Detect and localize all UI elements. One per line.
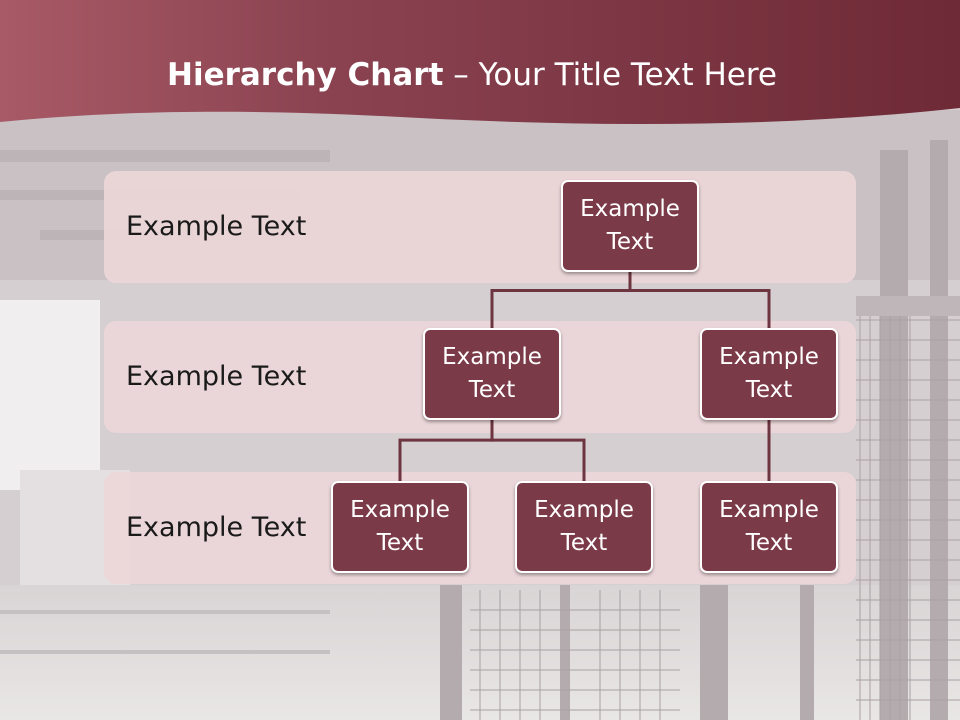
connector-root-to-l2-right xyxy=(628,272,771,328)
slide-title: Hierarchy Chart – Your Title Text Here xyxy=(0,52,944,98)
level-band-1 xyxy=(104,171,856,283)
node-level3-a-label: Example Text xyxy=(350,497,450,556)
connector-l2-left-to-l3-a xyxy=(398,420,494,481)
node-level3-a: Example Text xyxy=(331,481,469,573)
node-level3-c-label: Example Text xyxy=(719,497,819,556)
node-root-label: Example Text xyxy=(580,196,680,255)
connector-root-to-l2-left xyxy=(490,272,632,328)
level-label-1: Example Text xyxy=(126,211,307,242)
node-level3-c: Example Text xyxy=(700,481,838,573)
node-level3-b-label: Example Text xyxy=(534,497,634,556)
node-root: Example Text xyxy=(561,180,699,272)
node-level2-left-label: Example Text xyxy=(442,344,542,403)
node-level2-right: Example Text xyxy=(700,328,838,420)
level-label-3: Example Text xyxy=(126,512,307,543)
connector-l2-left-to-l3-b xyxy=(490,420,586,481)
title-rest: – Your Title Text Here xyxy=(443,57,777,93)
title-bold: Hierarchy Chart xyxy=(167,57,444,93)
level-label-2: Example Text xyxy=(126,361,307,392)
node-level2-left: Example Text xyxy=(423,328,561,420)
node-level3-b: Example Text xyxy=(515,481,653,573)
node-level2-right-label: Example Text xyxy=(719,344,819,403)
